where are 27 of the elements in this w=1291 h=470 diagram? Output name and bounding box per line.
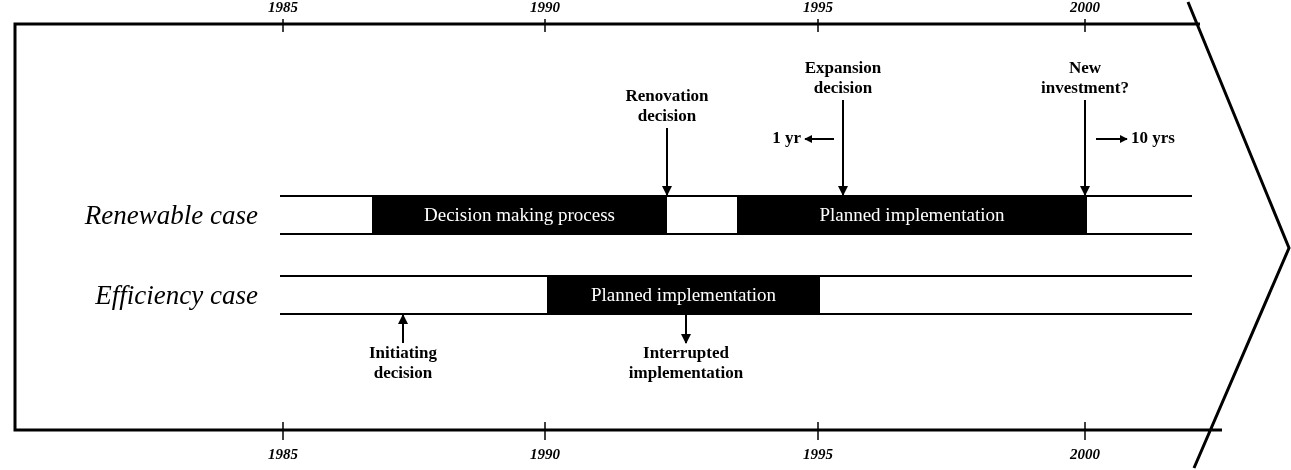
year-label: 1990 <box>530 445 560 463</box>
event-label: New investment? <box>1035 58 1135 100</box>
year-label: 1995 <box>803 445 833 463</box>
year-label: 2000 <box>1070 0 1100 16</box>
timeline-bar: Planned implementation <box>737 195 1087 235</box>
timeline-bar: Planned implementation <box>547 275 820 315</box>
year-label: 1995 <box>803 0 833 16</box>
timeline-bar: Decision making process <box>372 195 667 235</box>
duration-label: 10 yrs <box>1131 128 1175 148</box>
event-label: Initiating decision <box>353 343 453 385</box>
event-label: Expansion decision <box>778 58 908 100</box>
arrow <box>662 127 672 196</box>
arrow <box>681 314 691 344</box>
year-label: 1985 <box>268 445 298 463</box>
duration-label: 1 yr <box>772 128 801 148</box>
year-label: 1990 <box>530 0 560 16</box>
year-label: 1985 <box>268 0 298 16</box>
event-label: Interrupted implementation <box>596 343 776 385</box>
timeline-band <box>280 275 1192 315</box>
timeline-band <box>280 195 1192 235</box>
row-label: Efficiency case <box>95 279 258 312</box>
row-label: Renewable case <box>84 199 258 232</box>
year-label: 2000 <box>1070 445 1100 463</box>
arrow <box>398 314 408 344</box>
event-label: Renovation decision <box>602 86 732 128</box>
arrow <box>1080 99 1090 196</box>
arrow <box>838 99 848 196</box>
